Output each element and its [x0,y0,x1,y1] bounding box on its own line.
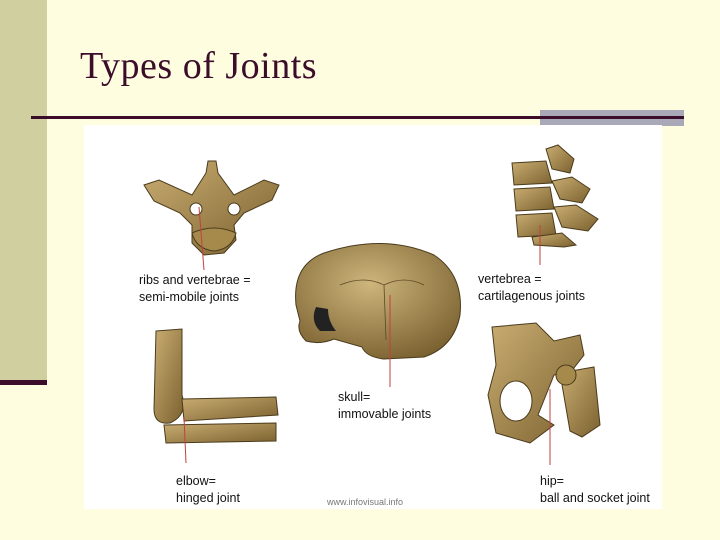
label-skull-line1: skull= [338,390,371,404]
label-hip-line2: ball and socket joint [540,491,650,505]
label-ribs-vertebrae: ribs and vertebrae = semi-mobile joints [139,272,251,306]
label-skull: skull= immovable joints [338,389,431,423]
label-elbow-line1: elbow= [176,474,216,488]
joints-diagram: ribs and vertebrae = semi-mobile joints … [84,125,662,509]
label-hip-line1: hip= [540,474,564,488]
hip-illustration [487,322,601,465]
sidebar-bar [0,0,47,382]
label-vertebrae: vertebrea = cartilagenous joints [478,271,585,305]
sidebar-bar-base [0,380,47,385]
rib-vertebra-illustration [143,160,280,271]
label-ribs-line2: semi-mobile joints [139,290,240,304]
label-elbow-line2: hinged joint [176,491,240,505]
elbow-illustration [153,328,279,464]
slide-title: Types of Joints [80,45,318,87]
vertebrae-illustration [511,144,599,265]
label-ribs-line1: ribs and vertebrae = [139,273,251,287]
watermark: www.infovisual.info [327,497,404,507]
label-hip: hip= ball and socket joint [540,473,650,507]
skull-illustration [295,242,461,387]
label-skull-line2: immovable joints [338,407,432,421]
title-rule [31,116,684,119]
label-vertebrae-line2: cartilagenous joints [478,289,586,303]
label-vertebrae-line1: vertebrea = [478,272,542,286]
label-elbow: elbow= hinged joint [176,473,240,507]
joints-illustration [143,144,601,465]
